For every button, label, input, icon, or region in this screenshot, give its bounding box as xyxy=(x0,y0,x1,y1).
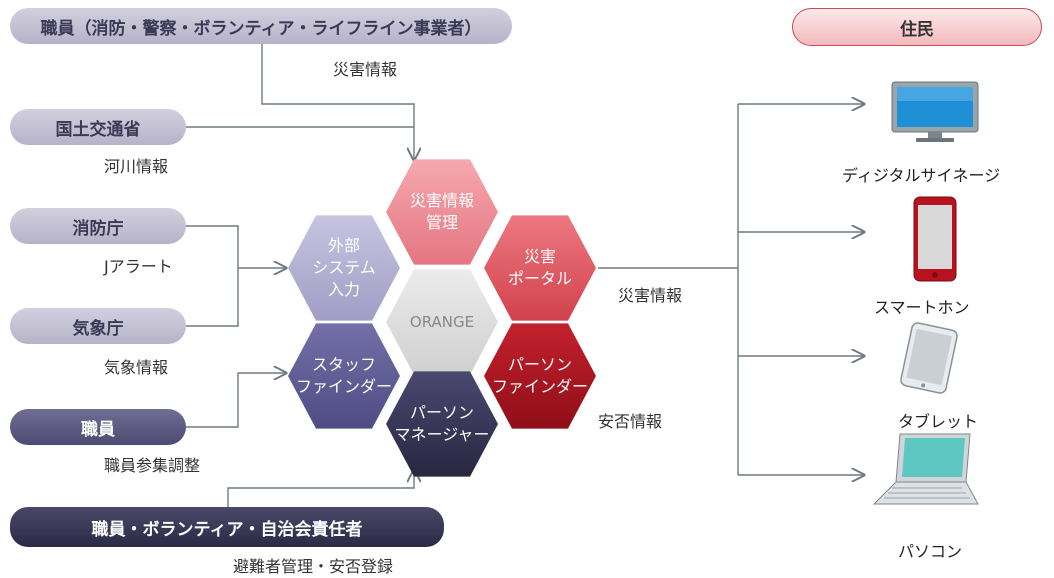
digital-signage-icon xyxy=(891,81,979,142)
hex-orange-label: ORANGE xyxy=(409,313,475,331)
source-jma: 気象庁 xyxy=(10,308,186,344)
hex-disaster-portal-label: 災害 ポータル xyxy=(507,247,572,288)
source-staff-all: 職員（消防・警察・ボランティア・ライフライン事業者） xyxy=(10,8,512,44)
source-mlit: 国土交通省 xyxy=(10,109,186,145)
caption-weather-info: 気象情報 xyxy=(104,358,169,377)
line-fdma xyxy=(186,225,239,327)
line-staff-volunteer xyxy=(227,470,414,507)
caption-j-alert: Jアラート xyxy=(104,257,173,276)
residents-title: 住民 xyxy=(792,8,1042,46)
line-staff xyxy=(186,373,286,428)
device-label-pc: パソコン xyxy=(898,542,963,561)
hex-disaster-mgmt-label: 災害情報 管理 xyxy=(409,191,474,232)
caption-disaster-info-out: 災害情報 xyxy=(618,286,683,305)
source-fdma: 消防庁 xyxy=(10,208,186,244)
hex-person-manager-label: パーソン マネージャー xyxy=(394,403,490,444)
source-staff-volunteer: 職員・ボランティア・自治会責任者 xyxy=(10,507,444,547)
hex-person-finder-label: パーソン ファインダー xyxy=(491,355,588,396)
caption-safety-info: 安否情報 xyxy=(598,412,663,431)
line-staff-all xyxy=(261,44,414,160)
caption-disaster-info-top: 災害情報 xyxy=(333,60,398,79)
device-label-smartphone: スマートホン xyxy=(874,298,970,317)
caption-evacuee-mgmt: 避難者管理・安否登録 xyxy=(233,557,394,576)
tablet-icon xyxy=(900,322,958,394)
smartphone-icon xyxy=(913,196,957,282)
caption-river-info: 河川情報 xyxy=(104,157,169,176)
caption-staff-gathering: 職員参集調整 xyxy=(104,456,201,475)
hex-staff-finder-label: スタッフ ファインダー xyxy=(295,355,392,396)
source-staff: 職員 xyxy=(10,409,186,445)
laptop-icon xyxy=(872,433,979,505)
hex-external-input-label: 外部 システム 入力 xyxy=(312,236,376,299)
device-label-tablet: タブレット xyxy=(898,412,979,431)
device-label-signage: ディジタルサイネージ xyxy=(842,166,1001,185)
